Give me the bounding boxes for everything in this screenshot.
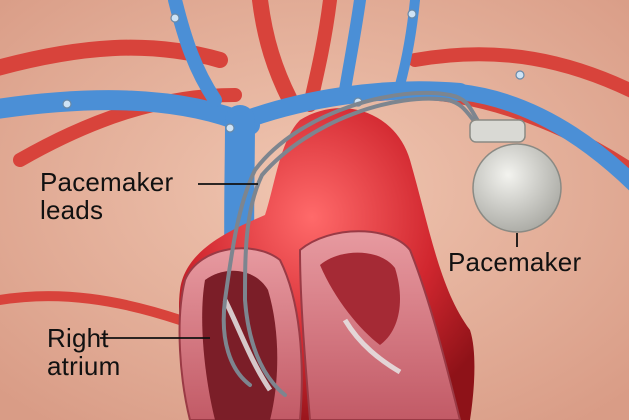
label-pacemaker: Pacemaker xyxy=(448,248,581,276)
label-pacemaker-leads-line2: leads xyxy=(40,196,173,224)
label-pacemaker-text: Pacemaker xyxy=(448,248,581,276)
label-right-atrium: Right atrium xyxy=(47,324,120,380)
label-pacemaker-leads: Pacemaker leads xyxy=(40,168,173,224)
label-pacemaker-leads-line1: Pacemaker xyxy=(40,168,173,196)
label-right-atrium-line2: atrium xyxy=(47,352,120,380)
label-right-atrium-line1: Right xyxy=(47,324,120,352)
